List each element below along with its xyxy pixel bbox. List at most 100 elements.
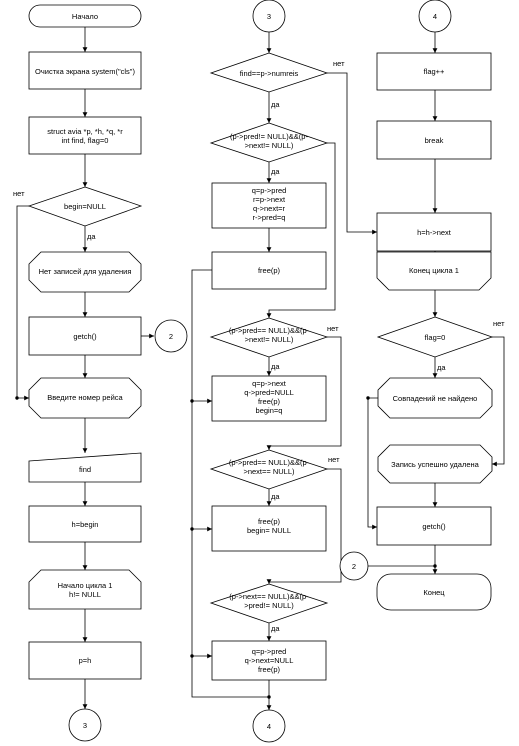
label-yes-find: да — [271, 100, 280, 109]
svg-text:Нет записей для удаления: Нет записей для удаления — [39, 267, 132, 276]
decision-middle-node: (p->pred!= NULL)&&(p- >next!= NULL) — [209, 122, 329, 163]
flow-lines — [16, 27, 505, 710]
svg-text:3: 3 — [83, 721, 87, 730]
svg-text:Совпадений не найдено: Совпадений не найдено — [393, 394, 478, 403]
node-break: break — [376, 120, 492, 160]
svg-text:Конец цикла 1: Конец цикла 1 — [409, 266, 459, 275]
node-relink-first: q=p->next q->pred=NULL free(p) begin=q — [211, 375, 327, 422]
svg-text:q->next=NULL: q->next=NULL — [245, 656, 294, 665]
svg-text:(p->pred!= NULL)&&(p-: (p->pred!= NULL)&&(p- — [230, 132, 308, 141]
node-assign-h: h=begin — [28, 505, 142, 543]
label-yes-last: да — [271, 624, 280, 633]
decision-flag-zero: flag=0 — [376, 316, 494, 358]
connector-3-out: 3 — [68, 708, 102, 742]
svg-text:h=h->next: h=h->next — [417, 228, 452, 237]
svg-text:>pred!= NULL): >pred!= NULL) — [244, 601, 294, 610]
svg-text:int find, flag=0: int find, flag=0 — [62, 136, 109, 145]
node-end: Конец — [376, 573, 492, 611]
svg-text:q=p->pred: q=p->pred — [252, 186, 287, 195]
label-no-find: нет — [333, 59, 345, 68]
svg-text:free(p): free(p) — [258, 517, 281, 526]
svg-text:begin=NULL: begin=NULL — [64, 202, 106, 211]
svg-text:4: 4 — [433, 12, 437, 21]
label-no-begin: нет — [13, 189, 25, 198]
node-start: Начало — [28, 4, 142, 28]
junction-dots — [15, 396, 437, 699]
svg-text:find: find — [79, 465, 91, 474]
svg-text:break: break — [425, 136, 444, 145]
connector-3-in: 3 — [252, 0, 286, 33]
svg-text:2: 2 — [352, 562, 356, 571]
svg-text:>next== NULL): >next== NULL) — [243, 467, 295, 476]
svg-text:h=begin: h=begin — [72, 520, 99, 529]
node-relink-last: q=p->pred q->next=NULL free(p) — [211, 640, 327, 681]
node-loop-start: Начало цикла 1 h!= NULL — [28, 569, 142, 610]
connector-2-out: 2 — [154, 319, 188, 353]
branch-labels: нет да нет да да нет да нет да да нет да — [13, 59, 505, 633]
node-input-find: find — [28, 452, 142, 483]
node-clear-screen: Очистка экрана system("cls") — [28, 51, 142, 90]
label-yes-single: да — [271, 492, 280, 501]
node-next: h=h->next — [376, 212, 492, 252]
svg-text:find==p->numreis: find==p->numreis — [240, 69, 299, 78]
label-yes-first: да — [271, 362, 280, 371]
svg-text:getch(): getch() — [73, 332, 97, 341]
svg-text:(p->pred== NULL)&&(p-: (p->pred== NULL)&&(p- — [229, 458, 310, 467]
node-not-found: Совпадений не найдено — [377, 377, 493, 419]
svg-text:Введите номер рейса: Введите номер рейса — [47, 393, 123, 402]
connector-4-in: 4 — [418, 0, 452, 33]
svg-text:flag=0: flag=0 — [425, 333, 446, 342]
node-declare: struct avia *p, *h, *q, *r int find, fla… — [28, 116, 142, 155]
svg-text:free(p): free(p) — [258, 397, 281, 406]
decision-begin-null: begin=NULL — [27, 186, 143, 227]
connector-2-in: 2 — [339, 551, 369, 581]
svg-text:h!= NULL: h!= NULL — [69, 590, 101, 599]
svg-text:Очистка экрана system("cls"): Очистка экрана system("cls") — [35, 67, 135, 76]
svg-text:getch(): getch() — [422, 522, 446, 531]
svg-text:begin= NULL: begin= NULL — [247, 526, 291, 535]
node-enter-number: Введите номер рейса — [28, 377, 142, 419]
node-free-1: free(p) — [211, 251, 327, 290]
node-assign-p: p=h — [28, 641, 142, 680]
svg-text:free(p): free(p) — [258, 266, 281, 275]
svg-text:2: 2 — [169, 332, 173, 341]
svg-text:struct avia *p, *h, *q, *r: struct avia *p, *h, *q, *r — [47, 127, 123, 136]
svg-text:begin=q: begin=q — [256, 406, 283, 415]
svg-text:p=h: p=h — [79, 656, 92, 665]
node-no-records: Нет записей для удаления — [28, 251, 142, 293]
svg-text:Конец: Конец — [423, 588, 445, 597]
decision-find-match: find==p->numreis — [209, 52, 329, 93]
svg-text:(p->pred== NULL)&&(p-: (p->pred== NULL)&&(p- — [229, 326, 310, 335]
svg-text:r->pred=q: r->pred=q — [253, 213, 286, 222]
node-flag-inc: flag++ — [376, 52, 492, 91]
svg-text:r=p->next: r=p->next — [253, 195, 286, 204]
label-yes-begin: да — [87, 232, 96, 241]
node-loop-end: Конец цикла 1 — [376, 251, 492, 291]
label-no-flag: нет — [493, 319, 505, 328]
svg-text:q=p->pred: q=p->pred — [252, 647, 287, 656]
svg-text:Начало: Начало — [72, 12, 98, 21]
node-getch-2: getch() — [376, 506, 492, 546]
svg-text:free(p): free(p) — [258, 665, 281, 674]
node-getch-1: getch() — [28, 316, 142, 356]
decision-first-node: (p->pred== NULL)&&(p- >next!= NULL) — [209, 317, 329, 358]
svg-text:(p->next== NULL)&&(p-: (p->next== NULL)&&(p- — [229, 592, 309, 601]
svg-text:4: 4 — [267, 722, 271, 731]
node-relink-middle: q=p->pred r=p->next q->next=r r->pred=q — [211, 182, 327, 229]
label-yes-flag: да — [437, 363, 446, 372]
svg-text:q=p->next: q=p->next — [252, 379, 287, 388]
connector-4-out: 4 — [252, 709, 286, 743]
svg-text:q->next=r: q->next=r — [253, 204, 286, 213]
decision-last-node: (p->next== NULL)&&(p- >pred!= NULL) — [209, 583, 329, 624]
svg-text:Запись успешно удалена: Запись успешно удалена — [391, 460, 479, 469]
svg-text:>next!= NULL): >next!= NULL) — [245, 335, 294, 344]
svg-text:Начало цикла 1: Начало цикла 1 — [58, 581, 113, 590]
decision-single-node: (p->pred== NULL)&&(p- >next== NULL) — [209, 449, 329, 490]
label-yes-middle: да — [271, 167, 280, 176]
svg-text:flag++: flag++ — [424, 67, 445, 76]
svg-text:>next!= NULL): >next!= NULL) — [245, 141, 294, 150]
svg-text:q->pred=NULL: q->pred=NULL — [244, 388, 294, 397]
svg-text:3: 3 — [267, 12, 271, 21]
